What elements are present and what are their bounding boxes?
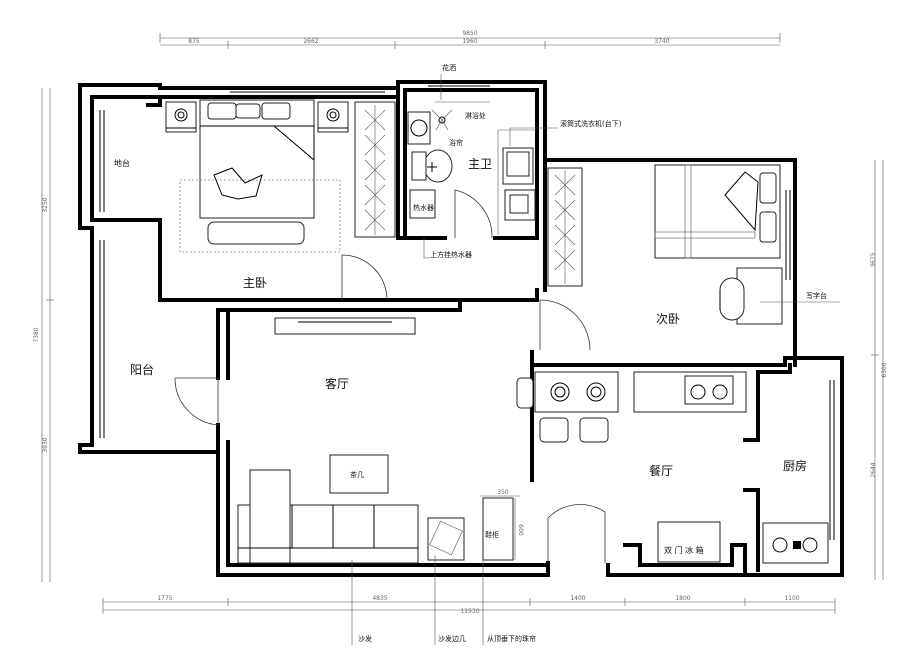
dim-bottom-total: 11530: [460, 608, 479, 615]
second-bedroom-furniture: [547, 164, 783, 325]
left-dimension-lines: [41, 88, 54, 582]
room-label-kitchen: 厨房: [783, 458, 807, 473]
dim-top-4: 3740: [654, 38, 669, 45]
bottom-dimension-lines: [102, 598, 836, 614]
dim-left-1: 3250: [42, 197, 49, 212]
label-shoe-cabinet: 鞋柜: [485, 530, 499, 539]
label-shower-area: 淋浴处: [465, 111, 486, 120]
walls: [78, 80, 844, 577]
dim-top-3: 1960: [462, 38, 477, 45]
dim-bottom-1: 1775: [157, 595, 172, 602]
room-label-balcony: 阳台: [130, 362, 154, 377]
washer-leader: [509, 127, 558, 146]
bath-fixtures: [407, 101, 537, 235]
doors: [174, 189, 606, 563]
dim-right-total: 6300: [881, 362, 888, 377]
water-heater-leader: [423, 238, 430, 259]
dim-bottom-4: 1800: [675, 595, 690, 602]
room-label-dining-room: 餐厅: [649, 463, 673, 478]
label-curtain: 浴帘: [449, 138, 463, 147]
dim-bottom-2: 4835: [372, 595, 387, 602]
room-label-second-bedroom: 次卧: [656, 312, 680, 326]
callout-bead-curtain: 从顶垂下的珠帘: [487, 634, 536, 643]
dim-shoe-width: 350: [497, 489, 509, 496]
dim-top-1: 875: [188, 38, 200, 45]
room-label-living-room: 客厅: [325, 376, 349, 391]
room-label-master-bedroom: 主卧: [243, 276, 267, 290]
dim-top-total: 9850: [462, 30, 477, 37]
room-label-master-bath: 主卫: [468, 157, 492, 171]
dim-shoe-depth: 600: [517, 524, 524, 536]
callout-side-table: 沙发边几: [438, 634, 466, 643]
label-platform: 地台: [114, 158, 130, 168]
wardrobe-hangers: [364, 105, 386, 235]
dining-kitchen-furniture: [516, 371, 829, 564]
windows: [99, 85, 835, 540]
label-shower-head: 花洒: [442, 63, 456, 72]
dim-right-2: 2644: [870, 462, 877, 477]
living-room-furniture: [237, 454, 520, 564]
callout-leaders: [351, 555, 484, 645]
label-tea-table: 茶几: [350, 470, 364, 479]
dim-left-total: 7380: [33, 327, 40, 342]
label-washer: 滚筒式洗衣机(台下): [560, 119, 622, 128]
label-fridge: 双 门 冰 箱: [664, 545, 704, 555]
top-dimension-lines: [159, 33, 781, 49]
callout-sofa: 沙发: [358, 634, 372, 643]
dim-top-2: 2662: [303, 38, 318, 45]
right-dimension-lines: [871, 160, 884, 580]
label-desk: 写字台: [806, 291, 827, 300]
master-bedroom-furniture: [165, 99, 416, 335]
dim-right-1: 3675: [870, 252, 877, 267]
dim-left-2: 3930: [42, 437, 49, 452]
dim-bottom-3: 1400: [570, 595, 585, 602]
label-water-heater: 热水器: [413, 203, 434, 212]
label-water-heater-note: 上方挂热水器: [430, 250, 472, 259]
dim-bottom-5: 1100: [784, 595, 799, 602]
